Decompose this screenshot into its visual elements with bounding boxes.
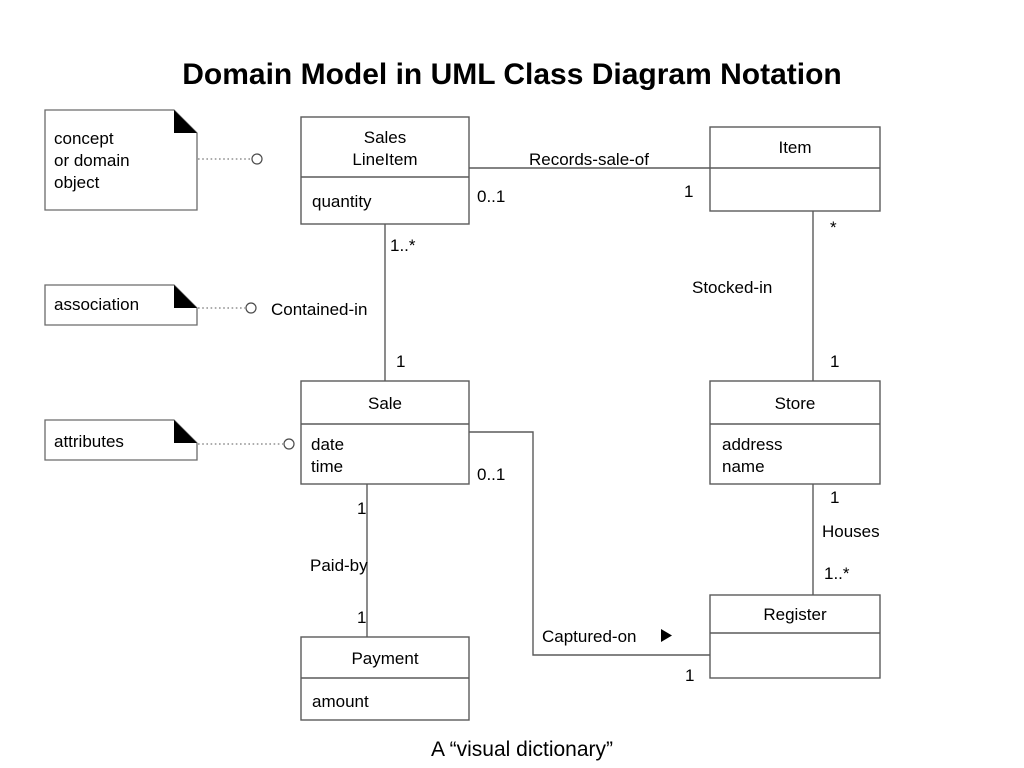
note-attributes-anchor-dot-icon [283,438,295,450]
class-item-name: Item [778,138,811,157]
assoc-label-houses: Houses [822,522,880,541]
note-concept-line-2: or domain [54,151,130,170]
assoc-label-paid-by: Paid-by [310,556,368,575]
class-box-payment[interactable]: Payment amount [300,636,470,721]
note-concept-line-3: object [54,173,100,192]
assoc-multiplicity-contained-in-target: 1 [396,352,405,371]
class-sale-name: Sale [368,394,402,413]
class-register-name: Register [763,605,827,624]
assoc-multiplicity-stocked-in-source: * [830,218,837,237]
assoc-line-captured-on [469,431,710,656]
assoc-multiplicity-paid-by-target: 1 [357,608,366,627]
note-association[interactable]: association [44,284,198,326]
note-fold-corner-icon [174,285,197,308]
note-attributes-label: attributes [54,432,124,451]
assoc-multiplicity-records-sale-of-target: 1 [684,182,693,201]
class-store-name: Store [775,394,816,413]
class-box-sale[interactable]: Sale date time [300,380,470,485]
assoc-label-captured-on: Captured-on [542,627,637,646]
note-concept-anchor [198,153,263,165]
assoc-multiplicity-contained-in-source: 1..* [390,236,416,255]
assoc-multiplicity-stocked-in-target: 1 [830,352,839,371]
assoc-multiplicity-houses-source: 1 [830,488,839,507]
assoc-multiplicity-captured-on-source: 0..1 [477,465,505,484]
class-box-register[interactable]: Register [709,594,881,679]
page-title: Domain Model in UML Class Diagram Notati… [182,58,842,91]
note-attributes[interactable]: attributes [44,419,198,461]
class-sales-line-item-name-line-2: LineItem [352,150,417,169]
class-box-sales-line-item[interactable]: Sales LineItem quantity [300,116,470,225]
class-payment-name: Payment [351,649,418,668]
assoc-multiplicity-paid-by-source: 1 [357,499,366,518]
class-register-frame [709,594,881,679]
assoc-label-contained-in: Contained-in [271,300,367,319]
class-sale-attribute-time: time [311,457,343,476]
assoc-multiplicity-captured-on-target: 1 [685,666,694,685]
note-attributes-shape [44,419,198,461]
class-item-frame [709,126,881,212]
class-payment-attribute-amount: amount [312,692,369,711]
note-association-label: association [54,295,139,314]
note-concept-line-1: concept [54,129,114,148]
note-concept-shape [44,109,198,211]
assoc-label-records-sale-of: Records-sale-of [529,150,649,169]
assoc-multiplicity-records-sale-of-source: 0..1 [477,187,505,206]
class-sale-frame [300,380,470,485]
note-concept-or-domain-object[interactable]: concept or domain object [44,109,198,211]
note-association-anchor [198,302,257,314]
assoc-multiplicity-houses-target: 1..* [824,564,850,583]
page-caption: A “visual dictionary” [431,738,613,761]
note-association-shape [44,284,198,326]
class-sales-line-item-frame [300,116,470,225]
class-box-store[interactable]: Store address name [709,380,881,485]
note-fold-corner-icon [174,420,197,443]
class-store-frame [709,380,881,485]
class-box-item[interactable]: Item [709,126,881,212]
class-store-attribute-name: name [722,457,765,476]
note-association-anchor-dot-icon [245,302,257,314]
class-store-attribute-address: address [722,435,782,454]
class-sales-line-item-name-line-1: Sales [364,128,407,147]
assoc-label-stocked-in: Stocked-in [692,278,772,297]
class-sale-attribute-date: date [311,435,344,454]
note-attributes-anchor [198,438,295,450]
class-sales-line-item-attribute-quantity: quantity [312,192,372,211]
reading-direction-arrow-icon [661,629,672,642]
note-fold-corner-icon [174,110,197,133]
note-concept-anchor-dot-icon [251,153,263,165]
